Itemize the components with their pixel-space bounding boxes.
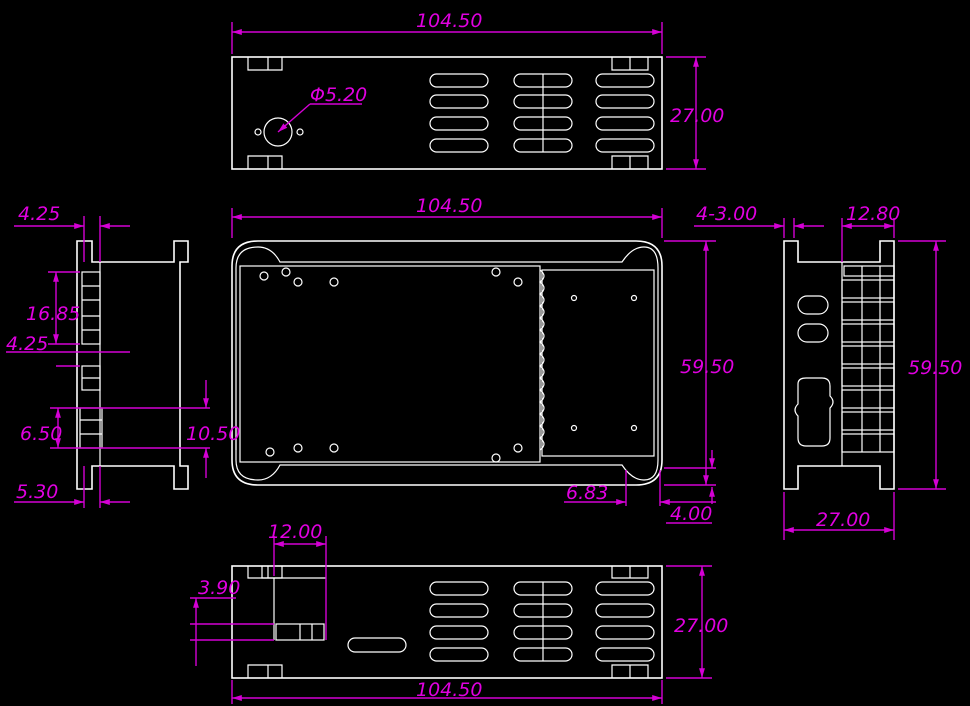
dim-bottom-height: 27.00 bbox=[674, 615, 728, 637]
dim-front-offset-x: 6.83 bbox=[566, 482, 608, 504]
dim-top-height: 27.00 bbox=[670, 105, 724, 127]
dim-front-width: 104.50 bbox=[416, 195, 482, 217]
right-side-view: 4-3.00 12.80 59.50 27.00 bbox=[694, 203, 962, 540]
dim-bottom-slot-offset: 3.90 bbox=[198, 577, 240, 599]
bottom-view: 12.00 3.90 27.00 104.50 bbox=[190, 521, 728, 704]
dim-left-slot2: 6.50 bbox=[20, 423, 62, 445]
dim-left-gap: 4.25 bbox=[6, 333, 48, 355]
dim-bottom-slot-width: 12.00 bbox=[268, 521, 322, 543]
mount-hole bbox=[263, 117, 293, 147]
left-side-view: 4.25 16.85 4.25 6.50 10.50 5.30 bbox=[6, 203, 240, 508]
dim-hole-diameter: Φ5.20 bbox=[310, 84, 367, 106]
edge-teeth bbox=[539, 269, 545, 451]
top-view: 104.50 27.00 Φ5.20 bbox=[231, 10, 724, 170]
dim-left-slot-height: 16.85 bbox=[26, 303, 80, 325]
dim-right-pitch: 4-3.00 bbox=[696, 203, 757, 225]
dim-front-height: 59.50 bbox=[680, 356, 734, 378]
dim-right-height: 59.50 bbox=[908, 357, 962, 379]
dim-bottom-width: 104.50 bbox=[416, 679, 482, 701]
dim-right-width: 27.00 bbox=[816, 509, 870, 531]
front-view: 104.50 59.50 6.83 4.00 bbox=[231, 195, 734, 525]
bottom-vent-slots bbox=[429, 581, 655, 662]
dim-left-top-offset: 4.25 bbox=[18, 203, 60, 225]
dim-top-width: 104.50 bbox=[416, 10, 482, 32]
dim-right-width-top: 12.80 bbox=[846, 203, 900, 225]
vent-slots bbox=[429, 73, 655, 153]
dim-left-foot: 5.30 bbox=[16, 481, 58, 503]
dim-left-opening: 10.50 bbox=[186, 423, 240, 445]
dim-front-offset-y: 4.00 bbox=[670, 503, 712, 525]
